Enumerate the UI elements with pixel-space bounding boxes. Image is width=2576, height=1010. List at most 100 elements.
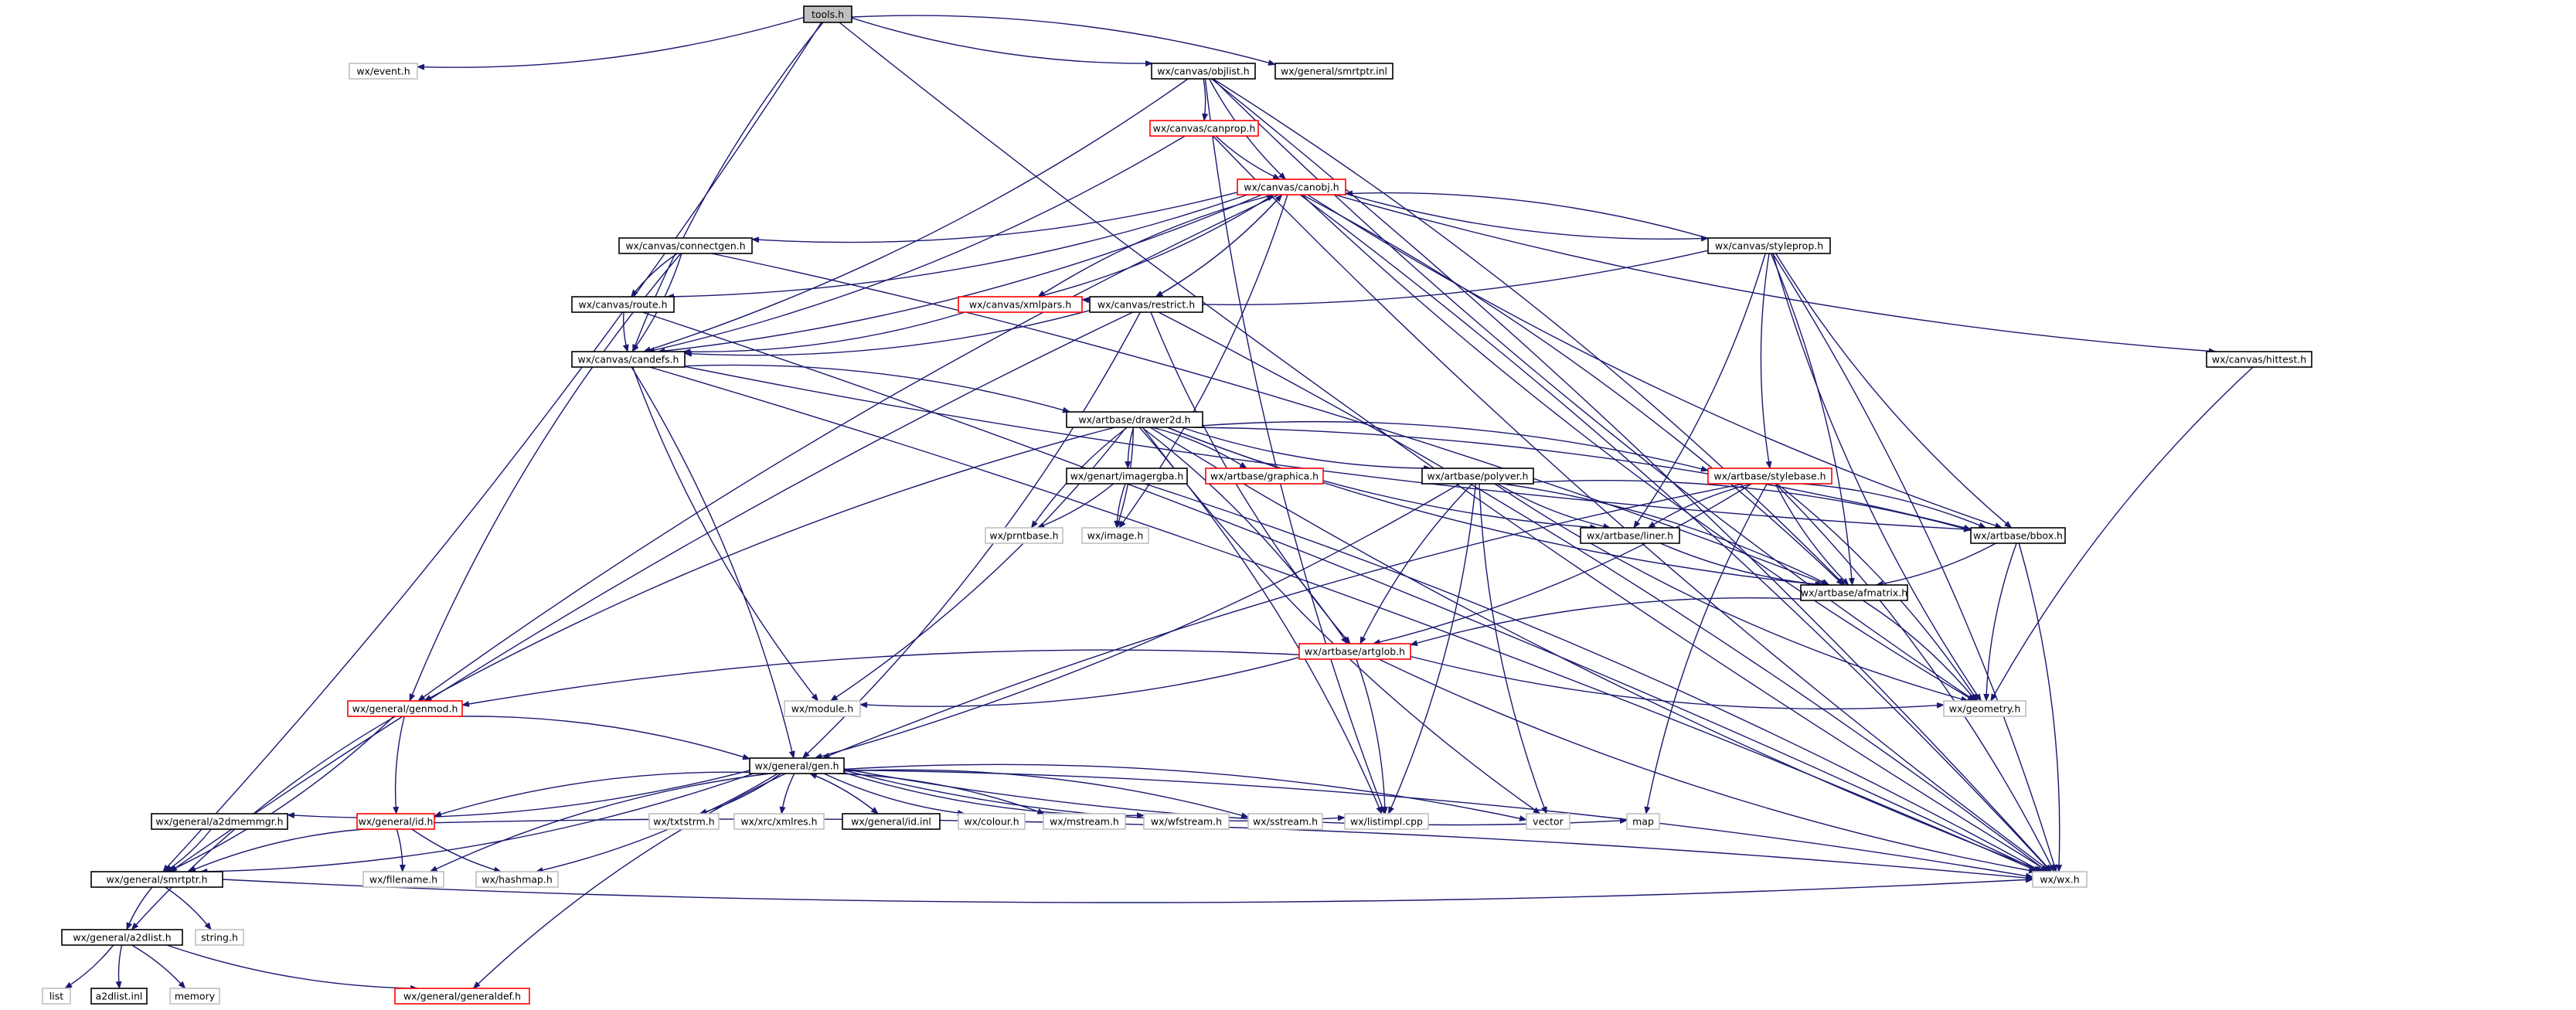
node-box bbox=[1298, 643, 1411, 660]
node-map: map bbox=[1626, 813, 1660, 830]
node-artglob-h[interactable]: wx/artbase/artglob.h bbox=[1298, 643, 1411, 660]
node-id-h[interactable]: wx/general/id.h bbox=[356, 813, 435, 830]
node-candefs-h[interactable]: wx/canvas/candefs.h bbox=[571, 351, 686, 368]
node-canprop-h[interactable]: wx/canvas/canprop.h bbox=[1149, 120, 1259, 137]
node-label: wx/general/id.inl bbox=[851, 816, 931, 828]
node-wx-h: wx/wx.h bbox=[2032, 871, 2088, 888]
node-box bbox=[958, 813, 1026, 830]
edge-polyver_h-to-vector bbox=[1479, 483, 1547, 814]
edge-canobj_h-to-wx_h bbox=[1299, 194, 2052, 872]
node-label: wx/canvas/canobj.h bbox=[1244, 182, 1339, 193]
edge-gen_h-to-map bbox=[843, 768, 1628, 826]
node-smrtptr-h[interactable]: wx/general/smrtptr.h bbox=[90, 871, 223, 888]
node-box bbox=[784, 700, 861, 717]
node-polyver-h[interactable]: wx/artbase/polyver.h bbox=[1421, 468, 1534, 485]
node-box bbox=[347, 700, 463, 717]
edge-polyver_h-to-afmatrix_h bbox=[1502, 483, 1830, 586]
node-graphica-h[interactable]: wx/artbase/graphica.h bbox=[1205, 468, 1324, 485]
node-label: wx/canvas/xmlpars.h bbox=[969, 299, 1071, 311]
node-memory: memory bbox=[169, 988, 220, 1005]
edge-stylebase_h-to-gen_h bbox=[822, 483, 1744, 759]
node-box bbox=[349, 63, 418, 80]
edge-candefs_h-to-module_h bbox=[631, 366, 819, 702]
node-drawer2d-h[interactable]: wx/artbase/drawer2d.h bbox=[1066, 411, 1203, 428]
node-label: wx/sstream.h bbox=[1253, 816, 1318, 828]
node-gen-h[interactable]: wx/general/gen.h bbox=[749, 757, 845, 774]
node-xmlpars-h[interactable]: wx/canvas/xmlpars.h bbox=[958, 296, 1083, 313]
node-box bbox=[1707, 237, 1831, 254]
edge-canobj_h-to-bbox_h bbox=[1307, 194, 2003, 529]
node-box bbox=[749, 757, 845, 774]
edge-styleprop_h-to-wx_h bbox=[1772, 253, 2057, 872]
node-box bbox=[1707, 468, 1832, 485]
edge-polyver_h-to-artglob_h bbox=[1359, 483, 1473, 644]
node-liner-h[interactable]: wx/artbase/liner.h bbox=[1580, 527, 1680, 544]
node-box bbox=[842, 813, 941, 830]
node-generaldef-h[interactable]: wx/general/generaldef.h bbox=[394, 988, 530, 1005]
edge-artglob_h-to-wx_h bbox=[1378, 658, 2037, 874]
edge-connectgen_h-to-genmod_h bbox=[409, 253, 682, 702]
node-stylebase-h[interactable]: wx/artbase/stylebase.h bbox=[1707, 468, 1832, 485]
edge-a2dlist_h-to-memory bbox=[131, 944, 186, 989]
node-label: wx/txtstrm.h bbox=[653, 816, 714, 828]
edge-objlist_h-to-canprop_h bbox=[1202, 78, 1209, 121]
edge-gen_h-to-id_h bbox=[434, 771, 750, 818]
node-box bbox=[362, 871, 444, 888]
node-a2dlist-h[interactable]: wx/general/a2dlist.h bbox=[61, 929, 183, 946]
node-a2dmemmgr-h[interactable]: wx/general/a2dmemmgr.h bbox=[151, 813, 288, 830]
edge-restrict_h-to-canobj_h bbox=[1155, 194, 1283, 298]
node-tools-h[interactable]: tools.h bbox=[803, 5, 852, 23]
node-label: wx/canvas/candefs.h bbox=[578, 354, 679, 366]
node-a2dlist-inl[interactable]: a2dlist.inl bbox=[90, 988, 148, 1005]
node-label: wx/wx.h bbox=[2040, 874, 2079, 886]
node-box bbox=[1237, 179, 1346, 196]
edge-styleprop_h-to-geometry_h bbox=[1772, 253, 1982, 702]
node-styleprop-h[interactable]: wx/canvas/styleprop.h bbox=[1707, 237, 1831, 254]
edge-canobj_h-to-hittest_h bbox=[1334, 194, 2217, 355]
edge-genmod_h-to-id_h bbox=[393, 716, 405, 814]
edge-polyver_h-to-gen_h bbox=[814, 483, 1460, 760]
node-box bbox=[1247, 813, 1323, 830]
edge-connectgen_h-to-route_h bbox=[631, 253, 678, 298]
node-connectgen-h[interactable]: wx/canvas/connectgen.h bbox=[618, 237, 753, 254]
node-box bbox=[394, 988, 530, 1005]
node-canobj-h[interactable]: wx/canvas/canobj.h bbox=[1237, 179, 1346, 196]
node-label: wx/hashmap.h bbox=[482, 874, 553, 886]
edge-restrict_h-to-candefs_h bbox=[684, 310, 1091, 357]
node-label: wx/canvas/restrict.h bbox=[1097, 299, 1195, 311]
edge-objlist_h-to-candefs_h bbox=[642, 78, 1189, 353]
node-box bbox=[475, 871, 559, 888]
node-imagergba-h[interactable]: wx/genart/imagergba.h bbox=[1066, 468, 1188, 485]
node-box bbox=[733, 813, 825, 830]
node-label: wx/event.h bbox=[356, 66, 410, 77]
edge-route_h-to-wx_h bbox=[641, 311, 2041, 872]
node-box bbox=[356, 813, 435, 830]
node-route-h[interactable]: wx/canvas/route.h bbox=[571, 296, 675, 313]
node-box bbox=[1066, 468, 1188, 485]
edge-stylebase_h-to-bbox_h bbox=[1802, 483, 1987, 529]
node-label: wx/canvas/connectgen.h bbox=[625, 240, 745, 252]
node-restrict-h[interactable]: wx/canvas/restrict.h bbox=[1089, 296, 1203, 313]
edge-afmatrix_h-to-geometry_h bbox=[1862, 600, 1977, 702]
node-smrtptr-inl[interactable]: wx/general/smrtptr.inl bbox=[1274, 63, 1393, 80]
node-box bbox=[90, 988, 148, 1005]
node-hashmap-h: wx/hashmap.h bbox=[475, 871, 559, 888]
node-objlist-h[interactable]: wx/canvas/objlist.h bbox=[1151, 63, 1256, 80]
node-box bbox=[2032, 871, 2088, 888]
node-id-inl[interactable]: wx/general/id.inl bbox=[842, 813, 941, 830]
node-hittest-h[interactable]: wx/canvas/hittest.h bbox=[2206, 351, 2312, 368]
edge-canobj_h-to-connectgen_h bbox=[751, 192, 1238, 243]
node-bbox-h[interactable]: wx/artbase/bbox.h bbox=[1970, 527, 2066, 544]
node-afmatrix-h[interactable]: wx/artbase/afmatrix.h bbox=[1800, 584, 1908, 601]
node-box bbox=[648, 813, 720, 830]
node-box bbox=[1274, 63, 1393, 80]
node-box bbox=[2206, 351, 2312, 368]
node-genmod-h[interactable]: wx/general/genmod.h bbox=[347, 700, 463, 717]
edge-restrict_h-to-smrtptr_h bbox=[169, 311, 1134, 872]
node-label: wx/general/smrtptr.h bbox=[106, 874, 207, 886]
edge-a2dlist_h-to-generaldef_h bbox=[166, 944, 419, 991]
edge-drawer2d_h-to-genmod_h bbox=[424, 427, 1115, 702]
nodes-layer: tools.h wx/event.h wx/canvas/objlist.h wx/g… bbox=[42, 5, 2312, 1005]
edge-drawer2d_h-to-imagergba_h bbox=[1125, 427, 1135, 469]
node-label: wx/canvas/hittest.h bbox=[2212, 354, 2306, 366]
